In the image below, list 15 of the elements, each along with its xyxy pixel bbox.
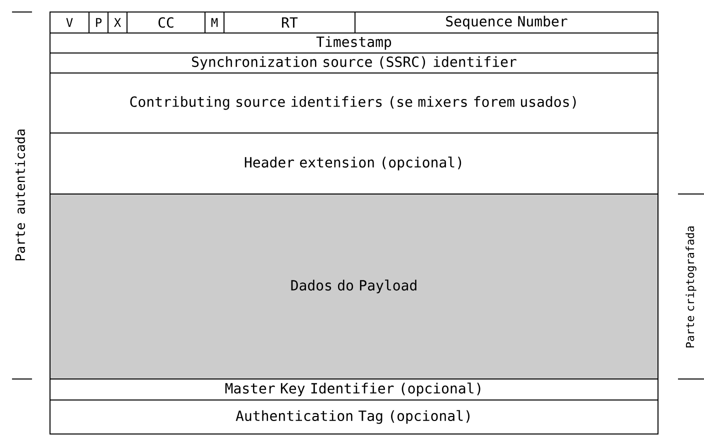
field-cell: V xyxy=(50,12,90,34)
side-label: Parte criptografada xyxy=(686,226,696,348)
field-cell: RT xyxy=(224,12,356,34)
field-cell: Timestamp xyxy=(50,32,658,54)
field-cell: Authentication Tag (opcional) xyxy=(50,400,658,434)
field-cell: CC xyxy=(126,12,206,34)
field-cell: Synchronization source (SSRC) identifier xyxy=(50,52,658,74)
field-cell: Dados do Payload xyxy=(50,194,658,380)
side-label: Parte autenticada xyxy=(14,130,26,260)
field-cell: M xyxy=(204,12,224,34)
field-cell: P xyxy=(88,12,108,34)
field-cell: Sequence Number xyxy=(354,12,658,34)
field-cell: X xyxy=(108,12,128,34)
field-cell: Master Key Identifier (opcional) xyxy=(50,378,658,400)
field-cell: Contributing source identifiers (se mixers forem usados) xyxy=(50,72,658,134)
